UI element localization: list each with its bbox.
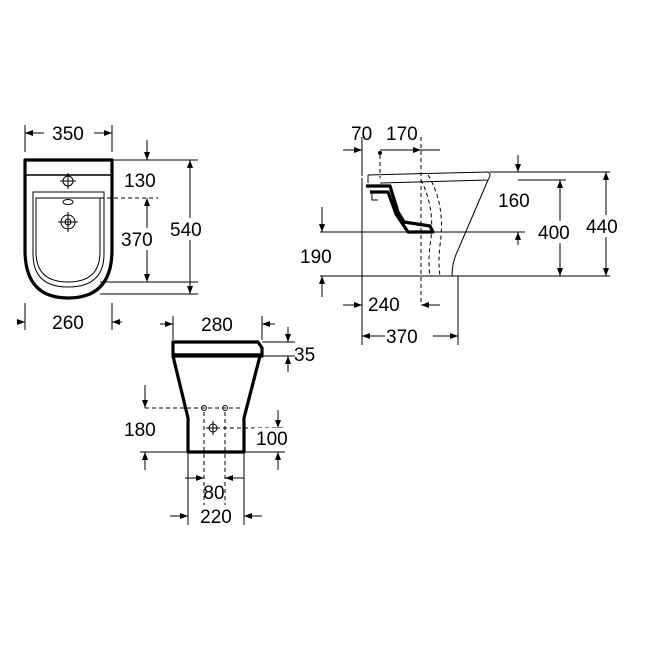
dim-440: 440: [586, 217, 618, 238]
side-rim: [367, 171, 491, 184]
dim-280: 280: [201, 315, 233, 336]
dim-180: 180: [124, 420, 156, 441]
dim-100: 100: [256, 429, 288, 450]
rear-view: 280 35 180 100 80: [124, 315, 315, 528]
rear-body: [171, 355, 262, 454]
dim-220: 220: [200, 507, 232, 528]
side-body: [451, 179, 489, 277]
dim-35: 35: [294, 345, 315, 366]
side-view: 70 170 160 400 440 190: [300, 124, 631, 348]
dim-240: 240: [368, 295, 400, 316]
dim-70: 70: [351, 124, 372, 145]
top-view-bowl-edge: [32, 191, 105, 288]
dim-400: 400: [538, 223, 570, 244]
top-view: 350 260 130 370 540: [17, 122, 216, 334]
dim-540: 540: [170, 220, 202, 241]
dim-260: 260: [52, 313, 84, 334]
dim-190: 190: [300, 247, 332, 268]
side-bowl-section: [366, 184, 435, 234]
dim-370-top: 370: [121, 230, 153, 251]
overflow-icon: [62, 199, 74, 205]
side-hidden-trap: [427, 174, 442, 277]
dim-130: 130: [124, 171, 156, 192]
dim-350: 350: [52, 124, 84, 145]
dim-170: 170: [386, 124, 418, 145]
top-view-outline: [23, 158, 114, 300]
dim-370-depth: 370: [386, 327, 418, 348]
dim-80: 80: [203, 483, 224, 504]
dim-160: 160: [498, 191, 530, 212]
top-view-bowl: [35, 197, 101, 283]
